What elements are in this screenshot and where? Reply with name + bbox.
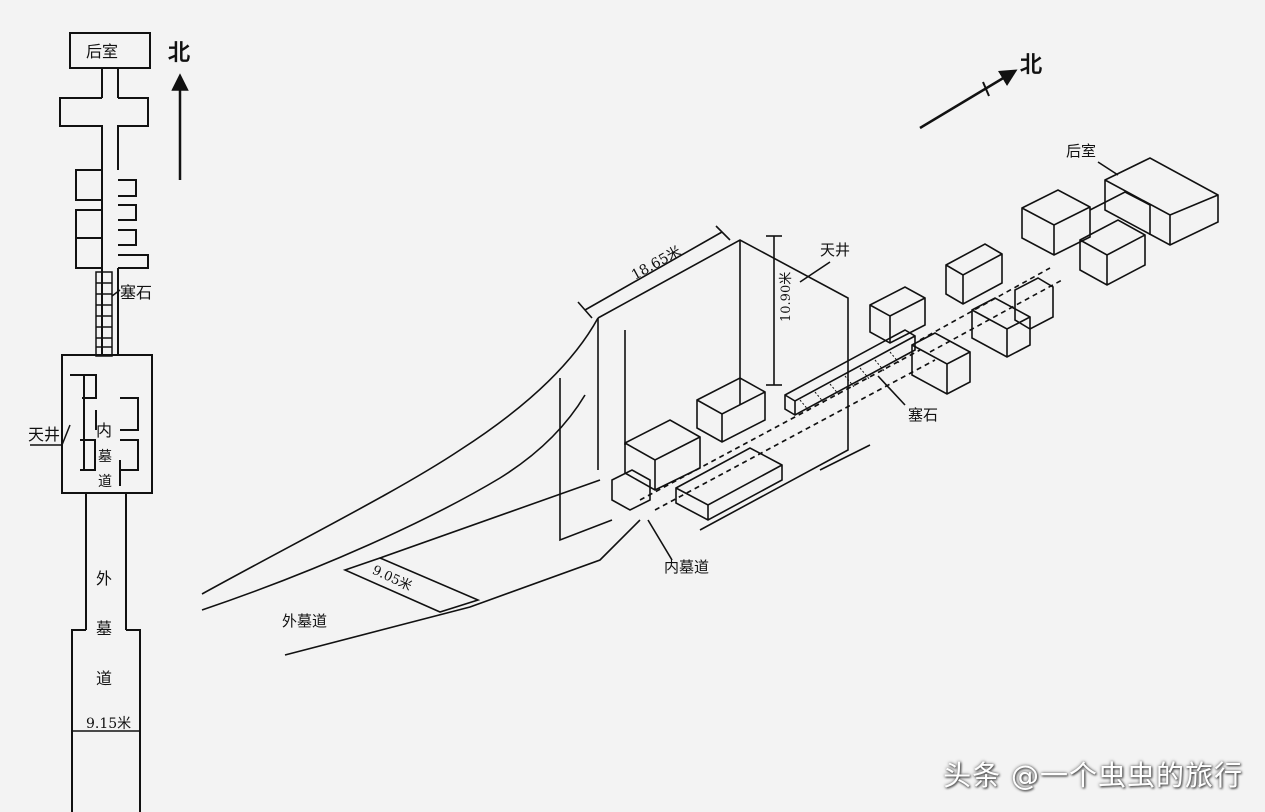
- iso-hill-profile: [201, 317, 599, 595]
- iso-blocking-stones: [784, 329, 916, 416]
- iso-outer-passage-label: 外墓道: [282, 612, 327, 630]
- plan-skylight-label: 天井: [28, 425, 60, 444]
- iso-north-label: 北: [1020, 52, 1042, 78]
- iso-length-dimension: [584, 231, 723, 311]
- plan-inner-passage-char-2: 墓: [98, 449, 112, 465]
- iso-outer-ramp: [342, 557, 481, 613]
- iso-blocking-stone-label: 塞石: [908, 406, 938, 424]
- iso-height-label: 10.90米: [779, 272, 794, 322]
- iso-length-label: 18.65米: [629, 243, 684, 283]
- iso-skylight-box: [597, 239, 849, 531]
- watermark-text: 头条 @一个虫虫的旅行: [943, 759, 1243, 792]
- plan-blocking-stone-label: 塞石: [120, 283, 152, 302]
- plan-inner-passage-char-1: 内: [96, 421, 112, 440]
- plan-skylight-enclosure: [61, 354, 153, 494]
- plan-cross-chamber: [59, 97, 149, 170]
- plan-outer-passage-char-2: 墓: [96, 619, 112, 638]
- iso-back-chamber: [1104, 157, 1219, 246]
- plan-blocking-stones: [95, 271, 113, 357]
- plan-back-chamber-label: 后室: [86, 42, 118, 61]
- plan-inner-passage-char-3: 道: [98, 474, 112, 490]
- plan-view: [30, 32, 153, 812]
- iso-view: [201, 157, 1219, 656]
- iso-inner-passage-label: 内墓道: [664, 558, 709, 576]
- plan-outer-passage-char-1: 外: [96, 569, 112, 588]
- iso-skylight-label: 天井: [820, 241, 850, 259]
- iso-back-chamber-label: 后室: [1066, 142, 1096, 160]
- plan-width-label: 9.15米: [86, 716, 131, 732]
- iso-north-arrow-icon: [919, 69, 1018, 130]
- iso-ramp-label: 9.05米: [370, 563, 414, 594]
- plan-outer-passage-char-3: 道: [96, 669, 112, 688]
- plan-north-label: 北: [168, 40, 190, 66]
- iso-cross-chamber: [1021, 189, 1091, 256]
- plan-back-chamber: [69, 32, 151, 69]
